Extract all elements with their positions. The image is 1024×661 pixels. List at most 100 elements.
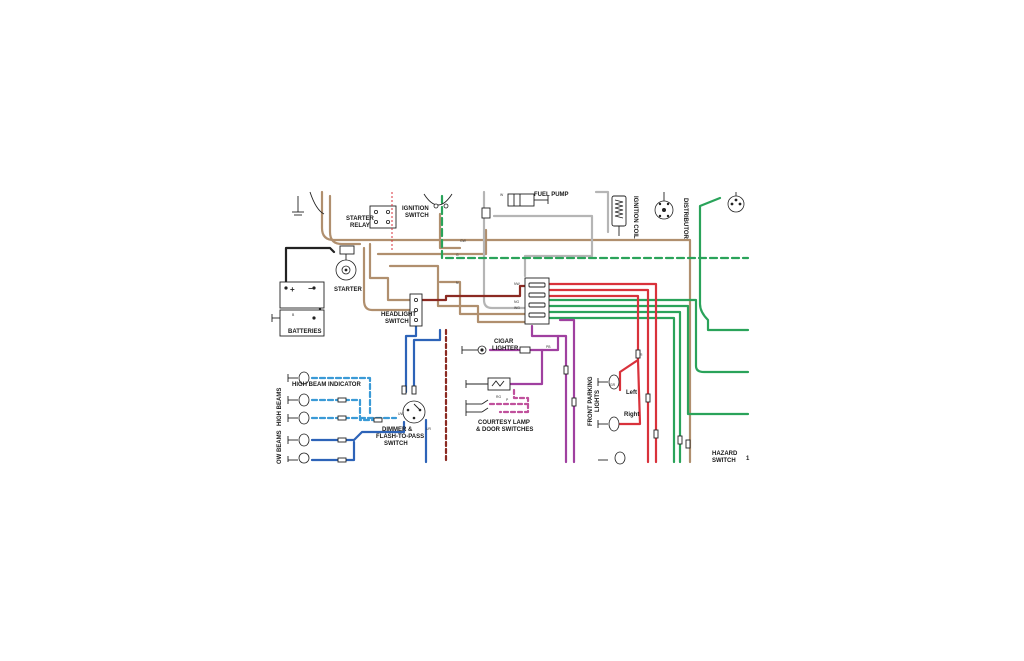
red-wire-headlight (418, 284, 527, 302)
blue-wire-dimmer-up-2 (412, 328, 442, 394)
wire-code: NW (514, 282, 520, 286)
svg-text:+: + (290, 285, 295, 294)
parking-bulb-right (597, 416, 620, 432)
purple-wire-right-drop (558, 318, 576, 464)
high-beam-indicator-bulb (287, 371, 310, 385)
gray-wire-distributor (594, 190, 610, 234)
fuel-pump-label: FUEL PUMP (534, 192, 569, 198)
purple-wire-group (488, 318, 576, 464)
wire-code: RG (496, 395, 501, 399)
green-wire-hazard-1 (698, 196, 750, 332)
starter-relay (369, 192, 397, 250)
vertical-connectors (563, 349, 691, 449)
svg-text:−: − (308, 284, 313, 293)
green-wire-fuse-4 (546, 316, 676, 464)
ignition-switch-label-2: SWITCH (405, 213, 429, 219)
wire-code: N (456, 281, 459, 285)
cigar-lighter (461, 345, 531, 355)
batteries-label: BATTERIES (288, 329, 322, 335)
wire-code: W (500, 193, 504, 197)
hazard-flasher (727, 192, 745, 213)
tan-wire-group (320, 190, 692, 464)
starter-relay-label: STARTER (346, 216, 375, 222)
low-beams-label: OW BEAMS (277, 430, 283, 464)
red-wire-group (418, 282, 658, 464)
gray-wire-coil-feed (492, 214, 594, 278)
hazard-switch-label-2: SWITCH (712, 458, 736, 464)
parking-bulb-bottom (598, 451, 626, 465)
ignition-coil (611, 195, 627, 236)
wire-code-labels: N NW NG WG UW UR RG P PB G W R B GW GR (292, 193, 643, 431)
ignition-switch (423, 193, 453, 209)
front-parking-label: FRONT PARKING (588, 376, 594, 426)
headlight-switch-label: HEADLIGHT (381, 312, 416, 318)
dimmer-label: DIMMER & (382, 427, 413, 433)
high-beams-label: HIGH BEAMS (277, 388, 283, 426)
tan-wire-relay-to-starter (368, 242, 417, 302)
low-beam-bulbs (287, 433, 310, 464)
cigar-lighter-label-2: LIGHTER (492, 346, 519, 352)
wire-code: NG (514, 300, 519, 304)
beam-connectors (337, 385, 417, 463)
green-wire-fuse-2 (546, 304, 750, 416)
starter-label: STARTER (334, 287, 363, 293)
starter-relay-label-2: RELAY (350, 223, 370, 229)
green-wire-fuse-3 (546, 310, 682, 464)
light-blue-dashed-hb-1 (310, 398, 376, 422)
wire-code: R (640, 353, 643, 357)
blue-wire-dimmer-up (404, 324, 418, 394)
courtesy-label: COURTESY LAMP (478, 420, 530, 426)
tan-wire-left-drop (362, 246, 412, 312)
distributor-label: DISTRIBUTOR (682, 198, 688, 240)
ignition-switch-label: IGNITION (402, 206, 429, 212)
edge-mark: 1 (746, 456, 750, 462)
green-wire-fuse-1 (546, 298, 750, 374)
wire-code: P (506, 398, 509, 402)
tan-wire-center-bus (388, 264, 527, 324)
dimmer-label-2: FLASH-TO-PASS (376, 434, 424, 440)
wire-code: UW (398, 412, 404, 416)
starter-motor (335, 245, 357, 281)
gray-wire-fuel-pump (482, 190, 527, 310)
tan-wire-to-fuse-block (438, 280, 527, 316)
top-left-ground-symbol (292, 191, 325, 216)
courtesy-label-2: & DOOR SWITCHES (476, 427, 533, 433)
light-blue-dashed-hb-indicator (310, 376, 372, 416)
courtesy-lamp (465, 377, 511, 391)
headlight-switch (409, 293, 423, 327)
wire-code: PB (546, 345, 551, 349)
wire-code: GW (460, 239, 467, 243)
headlight-switch-label-2: SWITCH (385, 319, 409, 325)
gray-wire-group (482, 190, 610, 310)
pink-dashed-wire-courtesy (498, 388, 530, 414)
wire-code: GR (610, 383, 616, 387)
batteries: + − (271, 281, 325, 337)
purple-wire-cigar (530, 324, 568, 464)
tan-wire-ignition-feed (438, 212, 462, 250)
hazard-switch-label: HAZARD (712, 451, 738, 457)
ignition-coil-label: IGNITION COIL (632, 196, 638, 239)
blue-wire-group (310, 324, 442, 464)
wire-code: G (456, 253, 459, 257)
front-parking-label-2: LIGHTS (595, 390, 601, 412)
tan-wire-second-bus (328, 194, 362, 246)
high-beam-bulbs (287, 393, 310, 425)
door-switches (465, 399, 489, 416)
fuse-block (524, 277, 550, 325)
blue-wire-low-beam-2 (310, 440, 356, 462)
dimmer-label-3: SWITCH (384, 441, 408, 447)
red-wire-fuse-a (546, 282, 658, 464)
high-beam-indicator-label: HIGH BEAM INDICATOR (292, 382, 361, 388)
red-wire-fuse-b (546, 288, 650, 464)
cigar-lighter-label: CIGAR (494, 339, 514, 345)
purple-wire-courtesy (508, 348, 544, 386)
left-label: Left (626, 390, 637, 396)
fuel-pump (481, 193, 549, 219)
wire-code: B (292, 313, 295, 317)
green-wire-group (440, 194, 750, 464)
wire-code: WG (514, 306, 520, 310)
right-label: Right (624, 412, 639, 418)
distributor (654, 192, 674, 220)
